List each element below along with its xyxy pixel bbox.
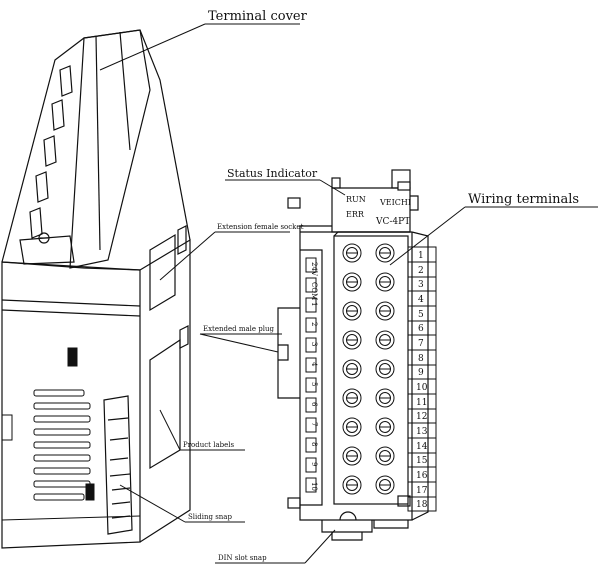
left-label: 10 bbox=[310, 482, 318, 491]
module-body bbox=[1, 29, 191, 549]
side-recesses bbox=[149, 225, 189, 470]
left-slot-column bbox=[305, 257, 317, 493]
terminal-number: 1 bbox=[418, 251, 424, 261]
front-vents bbox=[1, 347, 141, 521]
label-extended-male-plug: Extended male plug bbox=[203, 325, 274, 333]
model-label: VC-4PT bbox=[375, 217, 410, 227]
brand-label: VEICHI bbox=[379, 198, 411, 207]
label-wiring-terminals: Wiring terminals bbox=[468, 192, 579, 207]
left-label: 5 bbox=[310, 382, 318, 386]
left-column-labels: 24V COM 1 2 3 4 5 6 7 8 9 10 bbox=[310, 262, 318, 491]
terminal-number: 3 bbox=[418, 280, 424, 290]
terminal-number: 8 bbox=[418, 354, 424, 364]
terminal-number: 13 bbox=[416, 427, 428, 437]
front-module bbox=[277, 169, 429, 541]
label-extension-female-socket: Extension female socket bbox=[217, 223, 304, 231]
label-product-labels: Product labels bbox=[183, 441, 234, 449]
left-label: 2 bbox=[310, 322, 318, 326]
left-label: 8 bbox=[310, 442, 318, 446]
left-label: 6 bbox=[310, 402, 318, 407]
label-status-indicator: Status Indicator bbox=[227, 167, 318, 180]
leader-lines bbox=[99, 23, 598, 564]
terminal-number: 10 bbox=[416, 383, 428, 393]
run-indicator-label: RUN bbox=[346, 195, 366, 204]
left-label: 7 bbox=[310, 422, 318, 426]
label-sliding-snap: Sliding snap bbox=[188, 513, 232, 521]
terminal-number: 17 bbox=[416, 486, 428, 496]
terminal-numbers: 1 2 3 4 5 6 7 8 9 10 11 12 13 14 15 16 1… bbox=[416, 251, 428, 510]
terminal-number: 11 bbox=[416, 398, 427, 408]
label-din-slot-snap: DIN slot snap bbox=[218, 554, 267, 562]
terminal-number: 16 bbox=[416, 471, 428, 481]
sliding-snap bbox=[103, 395, 133, 535]
terminal-number: 18 bbox=[416, 500, 428, 510]
left-label: 9 bbox=[310, 462, 318, 466]
terminal-screws bbox=[342, 243, 395, 495]
terminal-number-strip bbox=[407, 246, 437, 512]
terminal-number: 5 bbox=[418, 310, 424, 320]
terminal-cover bbox=[19, 29, 151, 269]
err-indicator-label: ERR bbox=[346, 210, 365, 219]
terminal-number: 7 bbox=[418, 339, 424, 349]
terminal-number: 6 bbox=[418, 324, 424, 334]
label-terminal-cover: Terminal cover bbox=[208, 9, 308, 24]
left-label: 3 bbox=[310, 342, 318, 346]
terminal-number: 2 bbox=[418, 266, 424, 276]
left-label: 1 bbox=[310, 302, 318, 306]
terminal-number: 15 bbox=[416, 456, 428, 466]
left-label: 4 bbox=[310, 362, 318, 367]
terminal-number: 4 bbox=[418, 295, 424, 305]
left-label: 24V bbox=[310, 262, 318, 277]
terminal-number: 12 bbox=[416, 412, 427, 422]
left-label: COM bbox=[310, 282, 318, 300]
terminal-number: 9 bbox=[418, 368, 424, 378]
terminal-number: 14 bbox=[416, 442, 428, 452]
